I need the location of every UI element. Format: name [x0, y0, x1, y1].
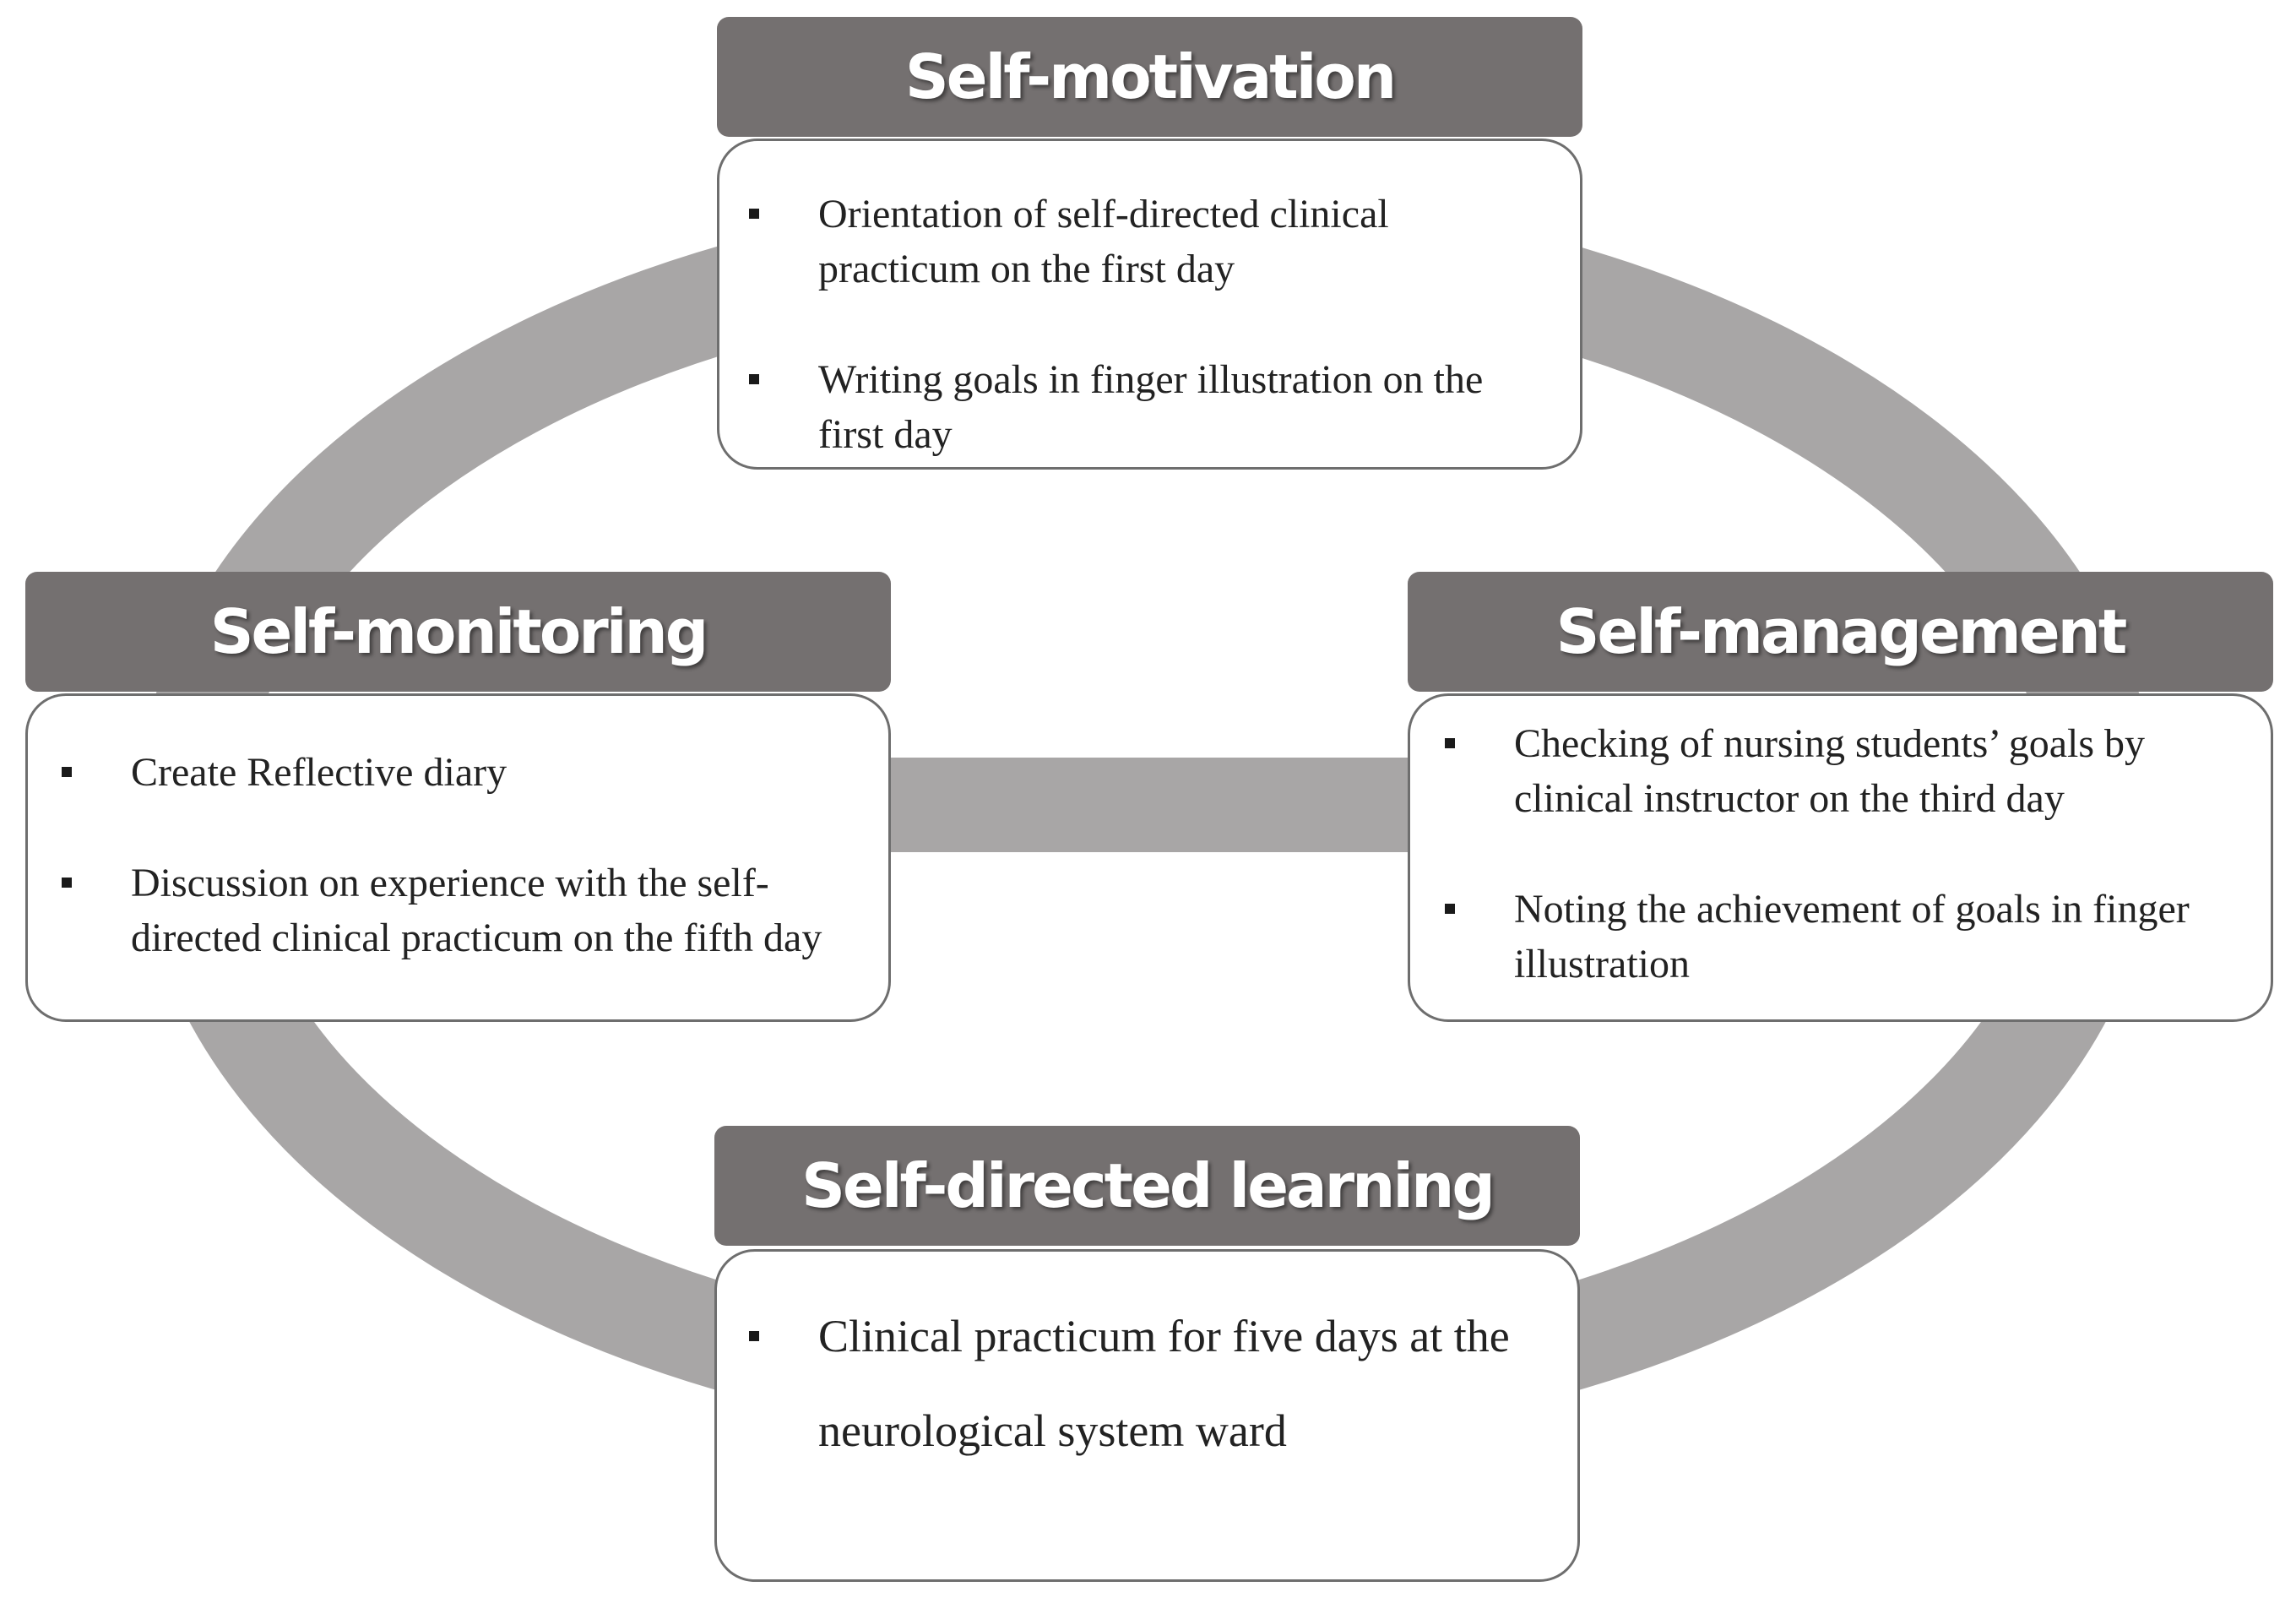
- bullet-icon: [62, 767, 72, 777]
- list-item: Create Reflective diary: [62, 745, 863, 800]
- item-text: Clinical practicum for five days at the …: [818, 1311, 1510, 1456]
- item-text: Discussion on experience with the self-d…: [131, 861, 822, 960]
- stage-body-self-directed-learning: Clinical practicum for five days at the …: [714, 1249, 1580, 1582]
- list-item: Writing goals in finger illustration on …: [749, 352, 1529, 462]
- list-item: Noting the achievement of goals in finge…: [1445, 882, 2237, 992]
- item-text: Noting the achievement of goals in finge…: [1514, 887, 2190, 986]
- stage-title-self-directed-learning: Self-directed learning: [714, 1126, 1580, 1246]
- stage-title-self-motivation: Self-motivation: [717, 17, 1582, 137]
- bullet-icon: [1445, 738, 1455, 748]
- bullet-icon: [749, 374, 759, 384]
- stage-body-self-monitoring: Create Reflective diary Discussion on ex…: [25, 693, 891, 1022]
- stage-self-motivation: Self-motivation Orientation of self-dire…: [717, 17, 1582, 470]
- item-text: Orientation of self-directed clinical pr…: [818, 192, 1389, 291]
- item-text: Checking of nursing students’ goals by c…: [1514, 721, 2146, 821]
- list-item: Checking of nursing students’ goals by c…: [1445, 716, 2237, 826]
- list-item: Clinical practicum for five days at the …: [749, 1289, 1510, 1478]
- cycle-connector-bar: [878, 758, 1419, 852]
- stage-body-self-management: Checking of nursing students’ goals by c…: [1408, 693, 2273, 1022]
- stage-title-self-management: Self-management: [1408, 572, 2273, 692]
- list-item: Discussion on experience with the self-d…: [62, 856, 863, 965]
- stage-self-directed-learning: Self-directed learning Clinical practicu…: [714, 1126, 1580, 1582]
- list-item: Orientation of self-directed clinical pr…: [749, 187, 1529, 296]
- bullet-icon: [1445, 904, 1455, 914]
- item-text: Writing goals in finger illustration on …: [818, 357, 1484, 457]
- stage-self-management: Self-management Checking of nursing stud…: [1408, 572, 2273, 1022]
- bullet-icon: [62, 878, 72, 888]
- stage-self-monitoring: Self-monitoring Create Reflective diary …: [25, 572, 891, 1022]
- item-text: Create Reflective diary: [131, 750, 508, 795]
- bullet-icon: [749, 209, 759, 219]
- bullet-icon: [749, 1331, 759, 1341]
- stage-title-self-monitoring: Self-monitoring: [25, 572, 891, 692]
- stage-body-self-motivation: Orientation of self-directed clinical pr…: [717, 139, 1582, 470]
